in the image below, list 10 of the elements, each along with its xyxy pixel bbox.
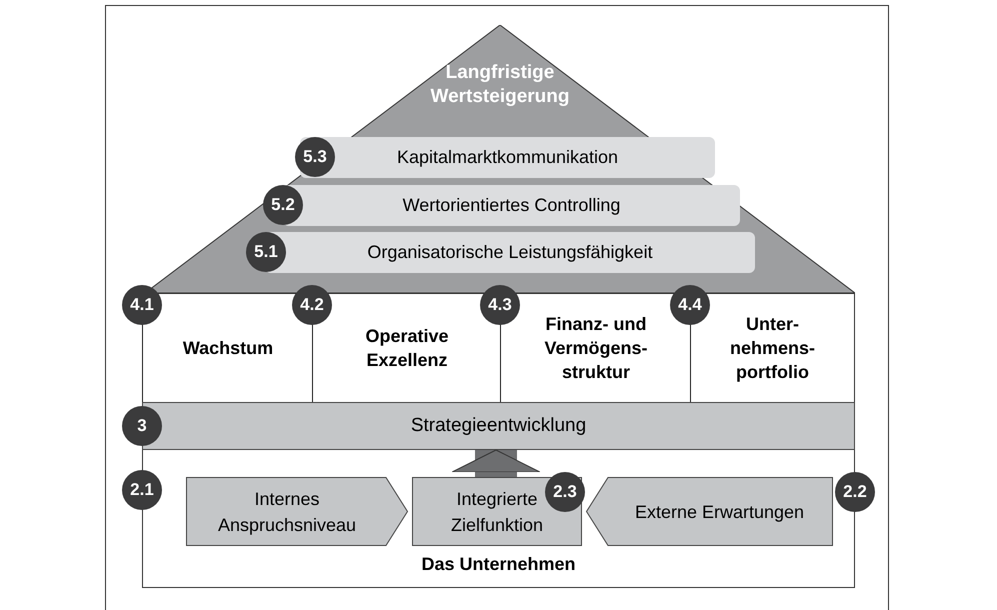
arrow <box>452 450 540 477</box>
chevron-shape: Externe Erwartungen <box>586 477 833 546</box>
callout-number: 2.2 <box>835 472 875 512</box>
callout-number: 4.1 <box>122 285 162 325</box>
frame-heading: Das Unternehmen <box>421 554 576 575</box>
chevron-shape: Internes Anspruchsniveau <box>186 477 408 546</box>
callout-number: 2.3 <box>545 472 585 512</box>
roof-label: Langfristige Wertsteigerung <box>429 61 570 109</box>
callout-number: 2.1 <box>122 470 162 510</box>
callout-number: 3 <box>122 406 162 446</box>
